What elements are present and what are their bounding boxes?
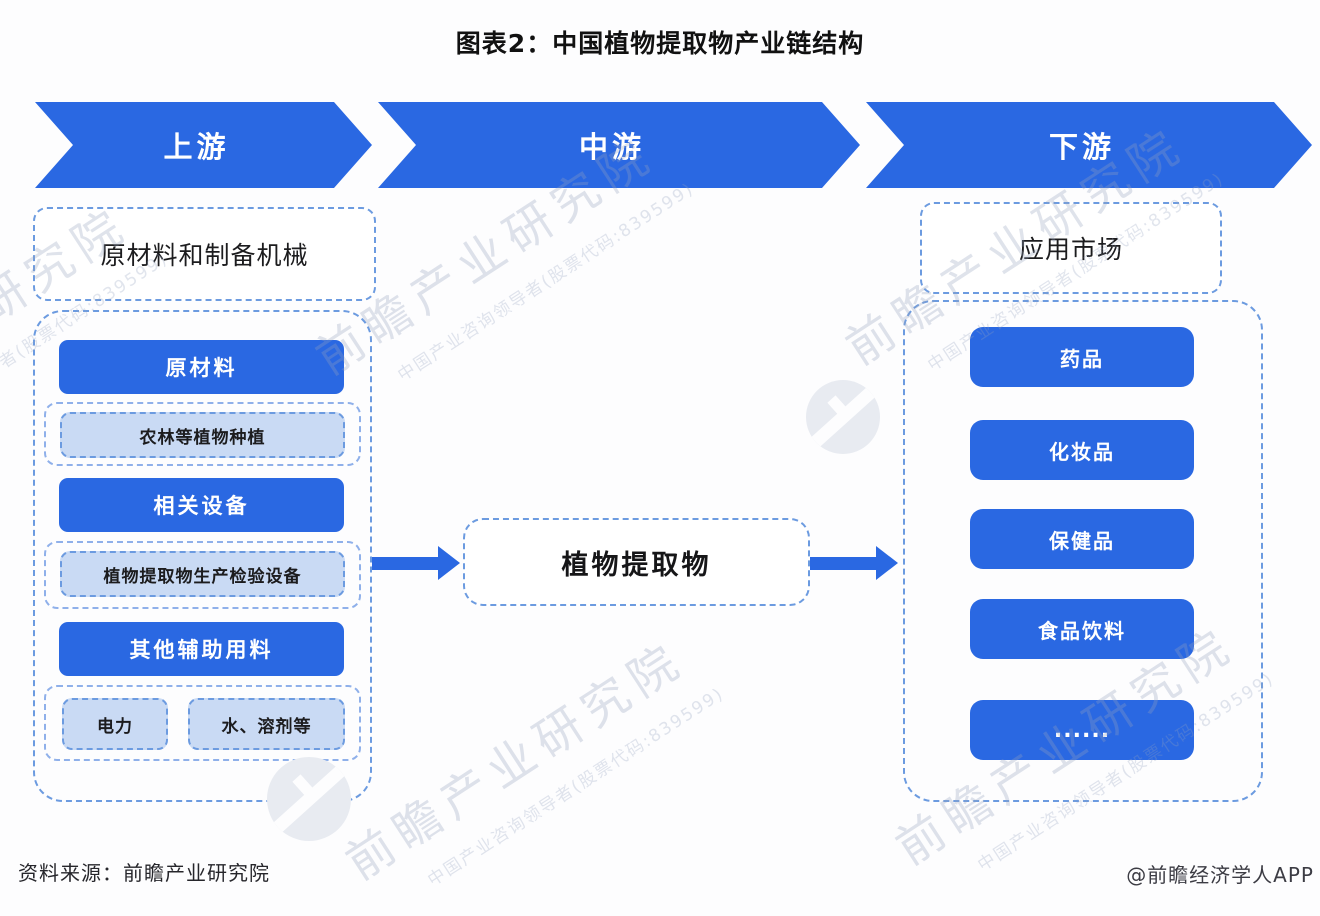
downstream-header-box: 应用市场 xyxy=(920,202,1222,294)
page-title: 图表2：中国植物提取物产业链结构 xyxy=(455,29,865,58)
sub-item-inspection-equipment: 植物提取物生产检验设备 xyxy=(60,551,345,597)
stage-midstream-label: 中游 xyxy=(578,130,645,164)
auxiliary-label: 其他辅助用料 xyxy=(129,638,274,662)
cosmetics-label: 化妆品 xyxy=(1049,439,1115,464)
others-label: ...... xyxy=(1053,717,1111,743)
upstream-container: 原材料 农林等植物种植 相关设备 植物提取物生产检验设备 其他辅助用料 电力 水… xyxy=(33,310,372,802)
app-item-food-beverage: 食品饮料 xyxy=(970,599,1194,659)
upstream-header-box: 原材料和制备机械 xyxy=(33,207,376,301)
upstream-group-equipment: 相关设备 xyxy=(59,478,344,532)
sub-item-electricity: 电力 xyxy=(62,698,168,750)
source-note: 资料来源：前瞻产业研究院 xyxy=(18,861,270,885)
inspection-equipment-label: 植物提取物生产检验设备 xyxy=(103,566,302,587)
stage-banner-midstream: 中游 xyxy=(378,102,860,188)
credit-note: @前瞻经济学人APP xyxy=(1126,863,1314,887)
downstream-header-label: 应用市场 xyxy=(1018,235,1123,264)
downstream-container: 药品 化妆品 保健品 食品饮料 ...... xyxy=(903,300,1263,802)
app-item-health-products: 保健品 xyxy=(970,509,1194,569)
upstream-group-raw-materials: 原材料 xyxy=(59,340,344,394)
arrow-head-icon xyxy=(876,546,898,580)
auxiliary-subgroup: 电力 水、溶剂等 xyxy=(44,685,361,761)
plant-cultivation-label: 农林等植物种植 xyxy=(139,427,266,448)
sub-item-water-solvent: 水、溶剂等 xyxy=(188,698,345,750)
upstream-header-label: 原材料和制备机械 xyxy=(100,241,309,270)
stage-banner-downstream: 下游 xyxy=(866,102,1312,188)
raw-materials-label: 原材料 xyxy=(165,356,238,380)
watermark-logo-icon xyxy=(806,380,880,454)
stage-upstream-label: 上游 xyxy=(163,130,230,164)
app-item-cosmetics: 化妆品 xyxy=(970,420,1194,480)
food-beverage-label: 食品饮料 xyxy=(1038,618,1126,643)
electricity-label: 电力 xyxy=(97,716,133,737)
arrow-head-icon xyxy=(438,546,460,580)
health-products-label: 保健品 xyxy=(1049,528,1115,553)
stage-downstream-label: 下游 xyxy=(1048,130,1115,164)
app-item-pharma: 药品 xyxy=(970,327,1194,387)
midstream-node: 植物提取物 xyxy=(463,518,810,606)
water-solvent-label: 水、溶剂等 xyxy=(221,716,312,737)
pharma-label: 药品 xyxy=(1060,346,1104,371)
app-item-others: ...... xyxy=(970,700,1194,760)
stage-banner-upstream: 上游 xyxy=(35,102,372,188)
upstream-group-auxiliary: 其他辅助用料 xyxy=(59,622,344,676)
arrow-shaft xyxy=(372,556,438,570)
midstream-node-label: 植物提取物 xyxy=(561,549,712,581)
equipment-subgroup: 植物提取物生产检验设备 xyxy=(44,541,361,609)
raw-materials-subgroup: 农林等植物种植 xyxy=(44,402,361,466)
arrow-shaft xyxy=(810,556,876,570)
watermark-text: 前瞻产业研究院 中国产业咨询领导者(股票代码:839599) xyxy=(336,631,728,892)
arrow-upstream-to-midstream xyxy=(372,546,460,580)
sub-item-plant-cultivation: 农林等植物种植 xyxy=(60,412,345,458)
arrow-midstream-to-downstream xyxy=(810,546,898,580)
equipment-label: 相关设备 xyxy=(153,494,250,518)
